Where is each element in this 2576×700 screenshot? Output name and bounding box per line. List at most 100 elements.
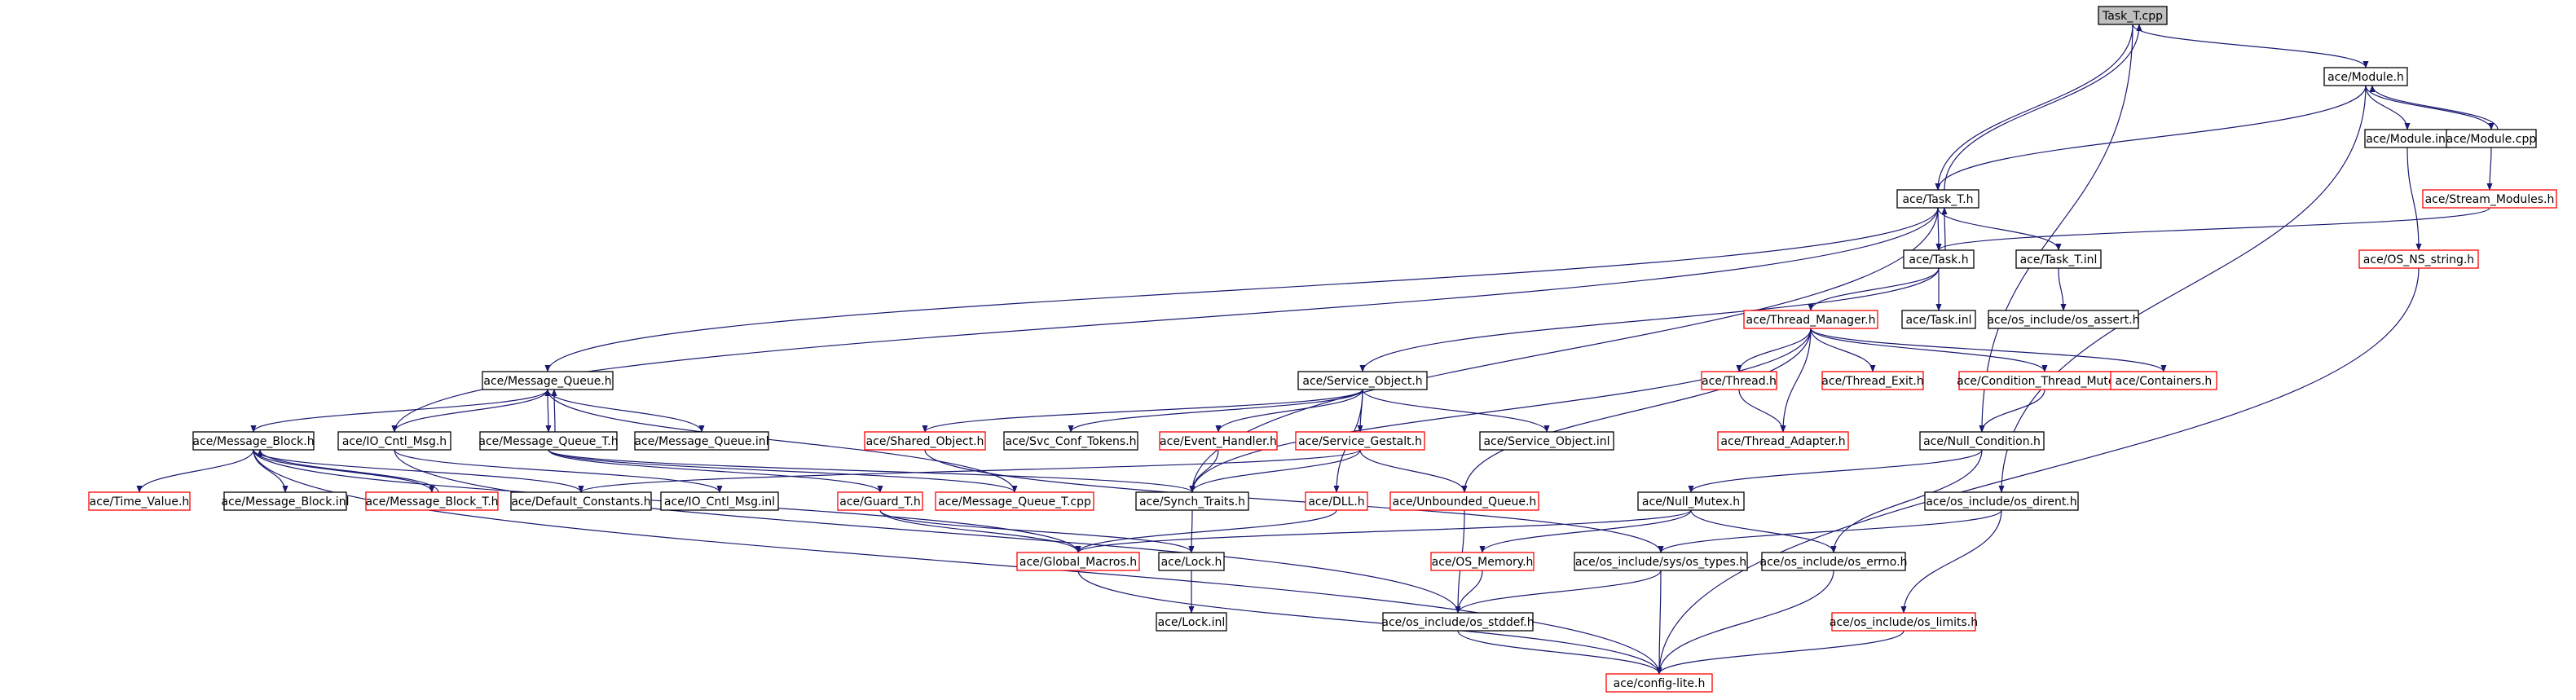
node-os-limits-h[interactable]: ace/os_include/os_limits.h — [1830, 612, 1978, 632]
node-box — [1743, 310, 1878, 329]
node-box — [1135, 491, 1249, 511]
node-box — [1297, 371, 1428, 390]
edge-message_queue_t_h-to-synch_traits_h — [548, 449, 1196, 493]
edge-message_block_h-to-default_constants_h — [253, 449, 584, 493]
node-task-h[interactable]: ace/Task.h — [1903, 249, 1975, 269]
edge-service_object_h-to-service_object_inl — [1362, 389, 1550, 433]
node-shared-object-h[interactable]: ace/Shared_Object.h — [864, 431, 986, 451]
node-box — [88, 491, 191, 511]
node-task-inl[interactable]: ace/Task.inl — [1901, 310, 1976, 329]
edge-io_cntl_msg_h-to-io_cntl_msg_inl — [394, 449, 723, 493]
node-thread-adapter-h[interactable]: ace/Thread_Adapter.h — [1717, 431, 1849, 451]
node-condition-thread-mutex-h[interactable]: ace/Condition_Thread_Mutex.h — [1957, 371, 2133, 390]
edge-null_mutex_h-to-global_macros_h — [1075, 509, 1692, 553]
edge-module_cpp-to-module_h — [2369, 85, 2499, 130]
node-default-constants-h[interactable]: ace/Default_Constants.h — [510, 491, 652, 511]
edge-thread_manager_h-to-synch_traits_h — [1189, 328, 1812, 493]
node-label: ace/Lock.inl — [1158, 616, 1226, 629]
node-module-inl[interactable]: ace/Module.inl — [2364, 129, 2451, 148]
node-os-stddef-h[interactable]: ace/os_include/os_stddef.h — [1381, 612, 1535, 632]
node-message-queue-inl[interactable]: ace/Message_Queue.inl — [634, 431, 769, 451]
node-os-types-h[interactable]: ace/os_include/sys/os_types.h — [1574, 552, 1748, 571]
node-label: ace/Message_Queue.h — [483, 375, 611, 388]
node-global-macros-h[interactable]: ace/Global_Macros.h — [1016, 552, 1140, 571]
edge-thread_h-to-thread_adapter_h — [1738, 389, 1786, 433]
node-null-mutex-h[interactable]: ace/Null_Mutex.h — [1637, 491, 1745, 511]
file-nodes: Task_T.cppace/Module.hace/Module.inlace/… — [88, 6, 2557, 693]
node-message-queue-h[interactable]: ace/Message_Queue.h — [482, 371, 614, 390]
node-message-queue-t-cpp[interactable]: ace/Message_Queue_T.cpp — [935, 491, 1094, 511]
node-label: ace/Message_Queue_T.cpp — [938, 495, 1091, 508]
edge-thread_manager_h-to-thread_adapter_h — [1780, 328, 1812, 433]
node-label: ace/Task_T.inl — [2020, 253, 2098, 266]
node-stream-modules-h[interactable]: ace/Stream_Modules.h — [2422, 189, 2557, 209]
node-label: ace/os_include/os_dirent.h — [1926, 495, 2076, 508]
node-message-block-t-h[interactable]: ace/Message_Block_T.h — [365, 491, 499, 511]
node-task-t-inl[interactable]: ace/Task_T.inl — [2015, 249, 2102, 269]
edge-module_inl-to-os_ns_string_h — [2406, 147, 2422, 251]
edge-message_queue_t_h-to-guard_t_h — [548, 449, 883, 493]
node-os-assert-h[interactable]: ace/os_include/os_assert.h — [1987, 310, 2140, 329]
node-config-lite-h[interactable]: ace/config-lite.h — [1605, 673, 1713, 693]
node-box — [192, 431, 315, 451]
node-box — [1016, 552, 1140, 571]
node-service-object-inl[interactable]: ace/Service_Object.inl — [1479, 431, 1614, 451]
node-module-h[interactable]: ace/Module.h — [2323, 67, 2408, 86]
node-os-ns-string-h[interactable]: ace/OS_NS_string.h — [2358, 249, 2479, 269]
node-label: ace/Containers.h — [2116, 375, 2213, 388]
node-box — [660, 491, 779, 511]
edge-os_memory_h-to-os_stddef_h — [1455, 570, 1483, 614]
edge-os_dirent_h-to-os_limits_h — [1900, 509, 2002, 614]
node-time-value-h[interactable]: ace/Time_Value.h — [88, 491, 191, 511]
edge-task_t_cpp-to-module_h — [2132, 24, 2369, 68]
node-thread-manager-h[interactable]: ace/Thread_Manager.h — [1743, 310, 1878, 329]
node-label: ace/Null_Mutex.h — [1642, 495, 1740, 508]
node-task-t-h[interactable]: ace/Task_T.h — [1896, 189, 1979, 209]
node-label: Task_T.cpp — [2102, 10, 2163, 23]
node-message-block-inl[interactable]: ace/Message_Block.inl — [222, 491, 350, 511]
node-label: ace/Module.cpp — [2446, 133, 2537, 146]
node-svc-conf-tokens-h[interactable]: ace/Svc_Conf_Tokens.h — [1003, 431, 1138, 451]
node-label: ace/Message_Block.h — [192, 435, 314, 448]
node-service-gestalt-h[interactable]: ace/Service_Gestalt.h — [1295, 431, 1425, 451]
node-box — [2098, 6, 2168, 25]
node-io-cntl-msg-h[interactable]: ace/IO_Cntl_Msg.h — [337, 431, 451, 451]
node-label: ace/Null_Condition.h — [1923, 435, 2041, 448]
node-os-errno-h[interactable]: ace/os_include/os_errno.h — [1760, 552, 1908, 571]
node-dll-h[interactable]: ace/DLL.h — [1305, 491, 1368, 511]
node-guard-t-h[interactable]: ace/Guard_T.h — [837, 491, 923, 511]
node-os-memory-h[interactable]: ace/OS_Memory.h — [1430, 552, 1535, 571]
edge-null_mutex_h-to-os_errno_h — [1690, 509, 1837, 553]
node-label: ace/Message_Queue_T.h — [478, 435, 618, 448]
node-label: ace/Global_Macros.h — [1019, 556, 1137, 569]
node-thread-h[interactable]: ace/Thread.h — [1701, 371, 1777, 390]
node-label: ace/Stream_Modules.h — [2425, 193, 2555, 206]
edge-io_cntl_msg_h-to-os_stddef_h — [394, 449, 1461, 614]
node-io-cntl-msg-inl[interactable]: ace/IO_Cntl_Msg.inl — [660, 491, 779, 511]
node-synch-traits-h[interactable]: ace/Synch_Traits.h — [1135, 491, 1249, 511]
node-lock-inl[interactable]: ace/Lock.inl — [1156, 612, 1227, 632]
node-message-block-h[interactable]: ace/Message_Block.h — [192, 431, 315, 451]
node-label: ace/Guard_T.h — [839, 495, 921, 508]
node-box — [337, 431, 451, 451]
node-event-handler-h[interactable]: ace/Event_Handler.h — [1159, 431, 1278, 451]
node-module-cpp[interactable]: ace/Module.cpp — [2446, 129, 2537, 148]
node-box — [2358, 249, 2479, 269]
node-box — [1701, 371, 1777, 390]
node-box — [1831, 612, 1976, 632]
node-lock-h[interactable]: ace/Lock.h — [1158, 552, 1225, 571]
node-message-queue-t-h[interactable]: ace/Message_Queue_T.h — [478, 431, 619, 451]
edge-task_t_h-to-task_t_cpp — [1944, 24, 2142, 191]
node-service-object-h[interactable]: ace/Service_Object.h — [1297, 371, 1428, 390]
edge-task_t_inl-to-os_assert_h — [2058, 267, 2067, 311]
node-box — [1003, 431, 1138, 451]
node-unbounded-queue-h[interactable]: ace/Unbounded_Queue.h — [1389, 491, 1539, 511]
node-thread-exit-h[interactable]: ace/Thread_Exit.h — [1821, 371, 1924, 390]
node-containers-h[interactable]: ace/Containers.h — [2110, 371, 2217, 390]
node-box — [1295, 431, 1425, 451]
node-label: ace/Module.inl — [2366, 133, 2449, 146]
node-null-condition-h[interactable]: ace/Null_Condition.h — [1919, 431, 2045, 451]
node-os-dirent-h[interactable]: ace/os_include/os_dirent.h — [1924, 491, 2079, 511]
node-label: ace/os_include/os_stddef.h — [1381, 616, 1534, 629]
